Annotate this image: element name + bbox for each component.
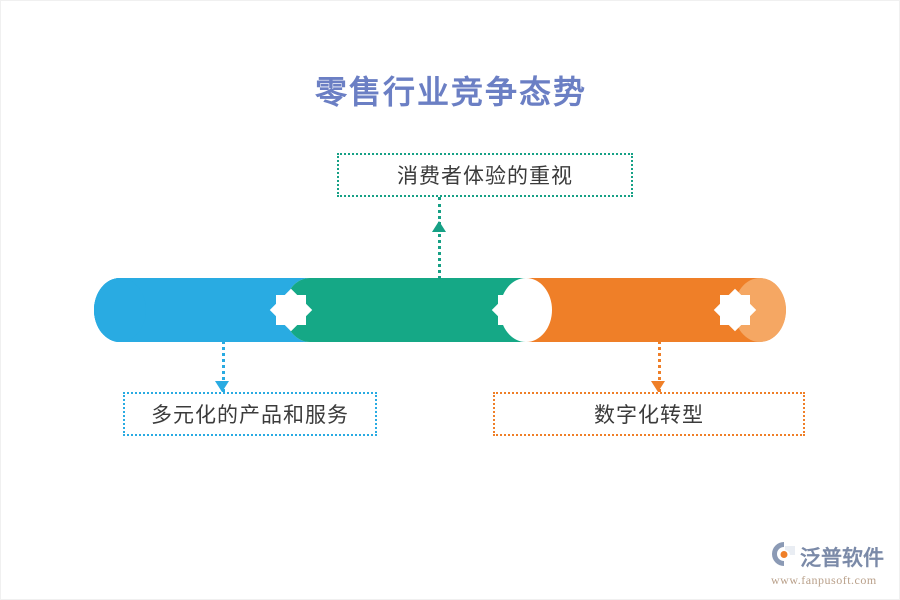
arrow-down-icon	[215, 381, 229, 392]
eight-point-star-icon	[491, 288, 535, 332]
page-title: 零售行业竞争态势	[314, 74, 587, 110]
segmented-cylinder-chart	[94, 278, 786, 342]
segment-green	[284, 278, 526, 342]
logo-row: 泛普软件	[771, 541, 891, 572]
callout-label: 消费者体验的重视	[397, 164, 573, 188]
eight-point-star-icon	[269, 288, 313, 332]
callout-label: 数字化转型	[594, 403, 704, 427]
callout-consumer-experience[interactable]: 消费者体验的重视	[337, 153, 633, 197]
callout-diversified-products[interactable]: 多元化的产品和服务	[123, 392, 377, 436]
callout-digital-transformation[interactable]: 数字化转型	[493, 392, 805, 436]
connector-line-top	[438, 197, 441, 279]
fanpu-mark-icon	[771, 541, 797, 572]
eight-point-star-icon	[713, 288, 757, 332]
logo-url-text: www.fanpusoft.com	[771, 573, 877, 587]
connector-line-right	[658, 341, 661, 392]
logo-brand-text: 泛普软件	[800, 545, 884, 570]
arrow-down-icon	[651, 381, 665, 392]
brand-logo: 泛普软件 www.fanpusoft.com	[771, 541, 891, 589]
cylinder-right-cap	[734, 278, 786, 342]
segment-orange	[526, 278, 786, 342]
callout-label: 多元化的产品和服务	[151, 403, 349, 427]
connector-line-left	[222, 341, 225, 392]
arrow-up-icon	[432, 221, 446, 232]
